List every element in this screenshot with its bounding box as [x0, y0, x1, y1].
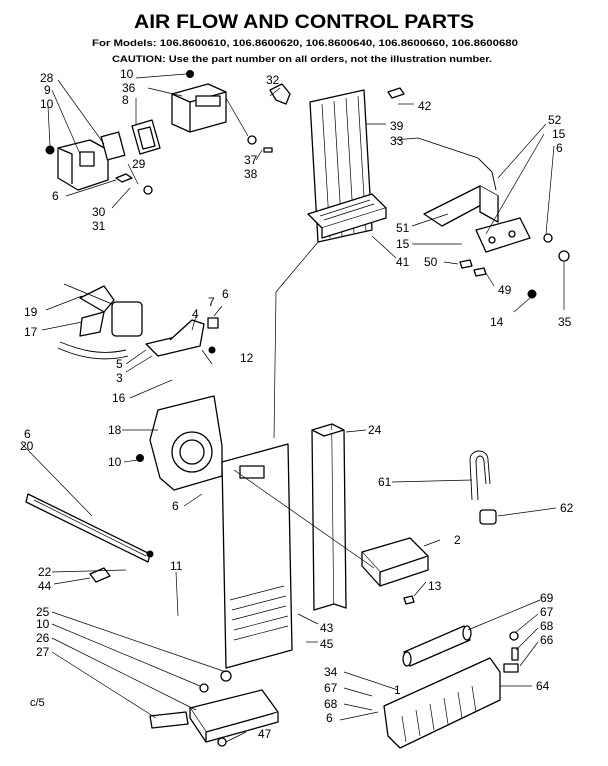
callout-3: 3 — [116, 371, 123, 385]
caution-line: CAUTION: Use the part number on all orde… — [112, 54, 492, 65]
callout-69: 69 — [540, 591, 554, 605]
callout-15: 15 — [552, 127, 566, 141]
callout-15: 15 — [396, 237, 410, 251]
callout-66: 66 — [540, 633, 554, 647]
callout-43: 43 — [320, 621, 334, 635]
callout-61: 61 — [378, 475, 392, 489]
base-pan — [149, 670, 279, 747]
callout-31: 31 — [92, 219, 106, 233]
callout-42: 42 — [418, 99, 432, 113]
callout-68: 68 — [324, 697, 338, 711]
callout-49: 49 — [498, 283, 512, 297]
thermostat-box — [361, 450, 497, 605]
leader-lines — [21, 73, 565, 743]
callout-6: 6 — [556, 141, 563, 155]
fan-housing — [136, 395, 223, 491]
fan-motor-assembly — [57, 283, 219, 360]
callout-12: 12 — [240, 351, 254, 365]
callout-25: 25 — [36, 605, 50, 619]
callout-4: 4 — [192, 307, 199, 321]
callout-39: 39 — [390, 119, 404, 133]
damper-heater-assembly — [131, 70, 291, 155]
callout-50: 50 — [424, 255, 438, 269]
callout-numbers: 28 9 10 6 29 30 31 10 36 8 32 37 38 39 3… — [20, 67, 574, 741]
callout-26: 26 — [36, 631, 50, 645]
callout-35: 35 — [558, 315, 572, 329]
callout-10: 10 — [40, 97, 54, 111]
callout-9: 9 — [44, 83, 51, 97]
callout-11: 11 — [170, 559, 183, 573]
callout-6: 6 — [172, 499, 179, 513]
callout-6: 6 — [326, 711, 333, 725]
callout-6: 6 — [222, 287, 229, 301]
models-line: For Models: 106.8600610, 106.8600620, 10… — [92, 38, 518, 49]
callout-5: 5 — [116, 357, 123, 371]
air-grille — [307, 193, 387, 239]
callout-38: 38 — [244, 167, 258, 181]
callout-6: 6 — [24, 427, 31, 441]
callout-67: 67 — [540, 605, 554, 619]
callout-19: 19 — [24, 305, 38, 319]
callout-32: 32 — [266, 73, 280, 87]
damper-control-housing — [45, 131, 153, 195]
footer-note: c/5 — [30, 697, 45, 709]
callout-18: 18 — [108, 423, 122, 437]
callout-7: 7 — [208, 295, 215, 309]
callout-68: 68 — [540, 619, 554, 633]
callout-34: 34 — [324, 665, 338, 679]
callout-10: 10 — [108, 455, 122, 469]
callout-10: 10 — [120, 67, 134, 81]
callout-51: 51 — [396, 221, 410, 235]
callout-30: 30 — [92, 205, 106, 219]
drain-tube-and-tray — [383, 625, 519, 749]
callout-47: 47 — [258, 727, 272, 741]
vertical-channel — [311, 423, 347, 611]
callout-33: 33 — [390, 134, 404, 148]
callout-2: 2 — [454, 533, 461, 547]
callout-20: 20 — [20, 439, 34, 453]
callout-13: 13 — [428, 579, 442, 593]
callout-37: 37 — [244, 153, 258, 167]
callout-17: 17 — [24, 325, 38, 339]
control-bracket — [417, 137, 570, 299]
callout-67: 67 — [324, 681, 338, 695]
back-panel — [221, 443, 293, 669]
callout-14: 14 — [490, 315, 504, 329]
callout-8: 8 — [122, 93, 129, 107]
callout-64: 64 — [536, 679, 550, 693]
callout-28: 28 — [40, 71, 54, 85]
callout-36: 36 — [122, 81, 136, 95]
callout-6: 6 — [52, 189, 59, 203]
callout-62: 62 — [560, 501, 574, 515]
callout-29: 29 — [132, 157, 146, 171]
callout-10: 10 — [36, 617, 50, 631]
callout-52: 52 — [548, 113, 562, 127]
callout-41: 41 — [396, 255, 410, 269]
diagram-title: AIR FLOW AND CONTROL PARTS — [134, 12, 474, 33]
callout-44: 44 — [38, 579, 52, 593]
callout-27: 27 — [36, 645, 50, 659]
callout-24: 24 — [368, 423, 382, 437]
air-deflector — [25, 493, 154, 583]
callout-1: 1 — [394, 683, 401, 697]
callout-22: 22 — [38, 565, 52, 579]
callout-45: 45 — [320, 637, 334, 651]
callout-16: 16 — [112, 391, 126, 405]
